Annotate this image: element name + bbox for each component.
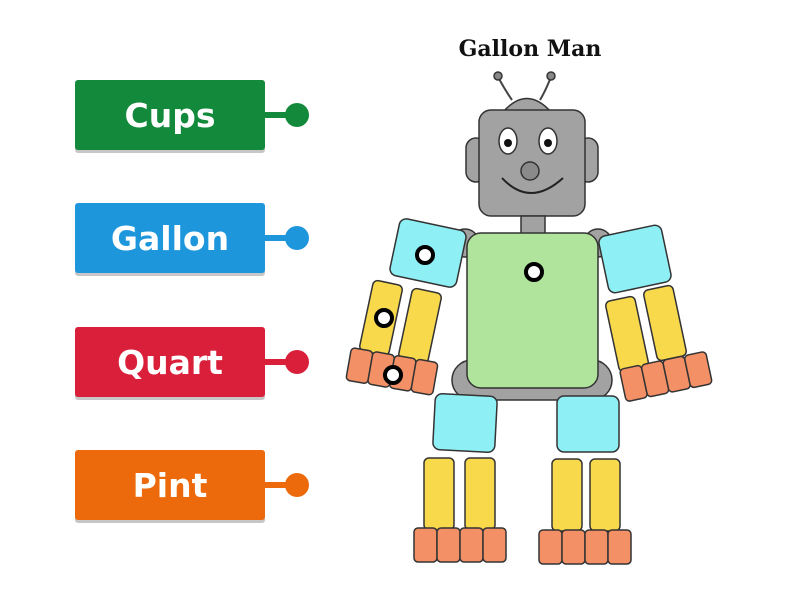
connector-line — [265, 359, 293, 365]
label-pint[interactable]: Pint — [75, 450, 265, 520]
gallon-man-diagram — [345, 71, 713, 565]
mouth — [501, 177, 564, 194]
label-cups[interactable]: Cups — [75, 80, 265, 150]
connector-line — [265, 112, 293, 118]
connector-dot[interactable] — [285, 350, 309, 374]
left-leg-pint — [423, 457, 455, 531]
right-arm-pint — [605, 295, 649, 373]
antenna-tip — [546, 71, 556, 81]
antenna-tip — [493, 71, 503, 81]
right-upper-arm-quart — [598, 224, 672, 294]
label-pint-connector[interactable] — [265, 470, 309, 500]
pupil — [544, 139, 552, 147]
right-foot-cup — [607, 529, 632, 565]
right-hand-cup — [683, 351, 713, 389]
connector-dot[interactable] — [285, 103, 309, 127]
left-thigh-quart — [432, 393, 498, 453]
connector-line — [265, 482, 293, 488]
connector-dot[interactable] — [285, 226, 309, 250]
pupil — [504, 139, 512, 147]
right-foot-cup — [538, 529, 563, 565]
left-foot-cup — [459, 527, 484, 563]
right-leg-pint — [589, 458, 621, 532]
drop-target-pint-arm[interactable] — [374, 308, 394, 328]
diagram-title: Gallon Man — [458, 36, 602, 62]
left-leg-pint — [464, 457, 496, 531]
left-arm-pint — [398, 287, 442, 365]
nose — [520, 161, 540, 181]
label-quart[interactable]: Quart — [75, 327, 265, 397]
drop-target-body[interactable] — [524, 262, 544, 282]
left-hand-cup — [410, 358, 439, 396]
left-foot-cup — [413, 527, 438, 563]
right-arm-pint — [643, 284, 687, 362]
drop-target-cup-hand[interactable] — [383, 365, 403, 385]
right-foot-cup — [561, 529, 586, 565]
antenna — [497, 76, 552, 101]
label-gallon[interactable]: Gallon — [75, 203, 265, 273]
right-foot-cup — [584, 529, 609, 565]
drop-target-quart-arm[interactable] — [415, 245, 435, 265]
right-leg-pint — [551, 458, 583, 532]
label-quart-connector[interactable] — [265, 347, 309, 377]
robot-body-gallon — [466, 232, 599, 389]
right-thigh-quart — [556, 395, 620, 453]
label-gallon-connector[interactable] — [265, 223, 309, 253]
connector-dot[interactable] — [285, 473, 309, 497]
neck — [520, 215, 546, 235]
connector-line — [265, 235, 293, 241]
left-foot-cup — [436, 527, 461, 563]
left-foot-cup — [482, 527, 507, 563]
label-cups-connector[interactable] — [265, 100, 309, 130]
